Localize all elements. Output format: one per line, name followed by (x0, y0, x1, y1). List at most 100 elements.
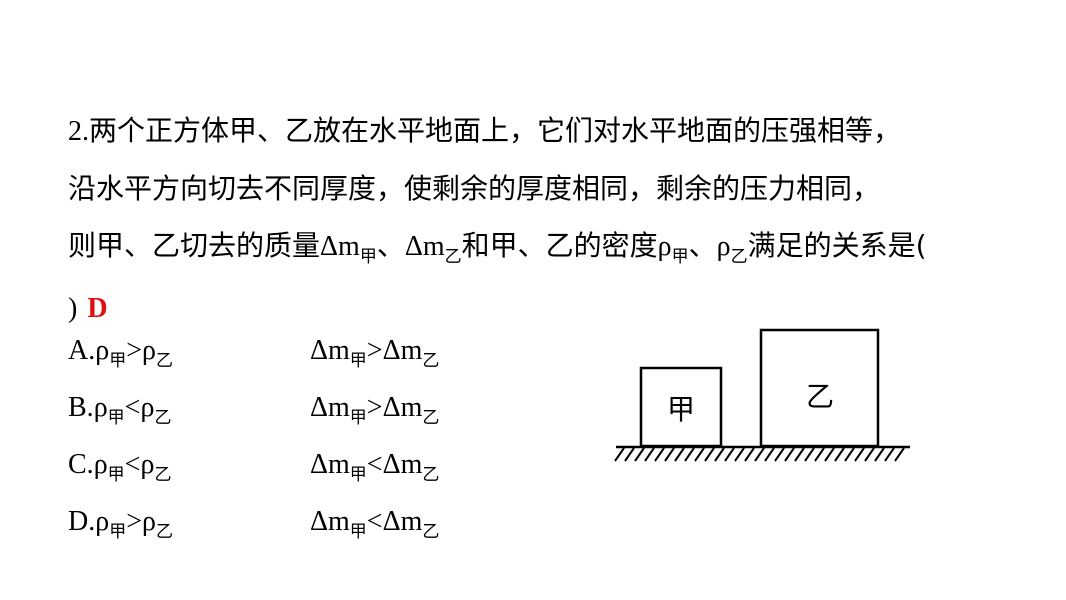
separator: 、 (688, 229, 717, 262)
subscript-yi: 乙 (422, 408, 440, 428)
option-letter: D. (68, 506, 96, 537)
subscript-jia: 甲 (107, 465, 125, 485)
question-text: 2.两个正方体甲、乙放在水平地面上，它们对水平地面的压强相等， 沿水平方向切去不… (68, 102, 988, 337)
blocks-diagram-svg: 甲 乙 (614, 328, 910, 462)
option-b-mass: Δm甲>Δm乙 (310, 379, 439, 440)
subscript-jia: 甲 (359, 247, 377, 267)
question-line-4: )D (68, 279, 988, 337)
hatch-line (734, 447, 745, 462)
subscript-yi: 乙 (444, 247, 462, 267)
question-line-1-text: 两个正方体甲、乙放在水平地面上，它们对水平地面的压强相等， (89, 114, 902, 147)
option-a-mass: Δm甲>Δm乙 (310, 322, 439, 383)
rho-symbol: ρ (142, 506, 156, 537)
question-line-2: 沿水平方向切去不同厚度，使剩余的厚度相同，剩余的压力相同， (68, 172, 881, 205)
hatch-line (874, 447, 885, 462)
block-yi (759, 328, 880, 448)
subscript-yi: 乙 (154, 408, 172, 428)
subscript-jia: 甲 (349, 522, 367, 542)
option-d-mass: Δm甲<Δm乙 (310, 493, 439, 554)
delta-m-symbol: Δm (404, 231, 445, 262)
delta-m-symbol: Δm (382, 449, 423, 480)
subscript-jia: 甲 (109, 351, 127, 371)
delta-m-symbol: Δm (382, 506, 423, 537)
subscript-yi: 乙 (422, 522, 440, 542)
hatch-line (844, 447, 855, 462)
rho-symbol: ρ (716, 231, 731, 262)
subscript-jia: 甲 (109, 522, 127, 542)
mass-relation: < (366, 449, 383, 480)
option-d-density: D.ρ甲>ρ乙 (68, 493, 173, 554)
subscript-yi: 乙 (154, 465, 172, 485)
hatch-line (744, 447, 755, 462)
hatch-line (774, 447, 785, 462)
question-line-3-text-b: 和甲、乙的密度 (461, 229, 658, 262)
rho-symbol: ρ (657, 231, 672, 262)
hatch-line (724, 447, 735, 462)
question-line-3-text-a: 则甲、乙切去的质量 (68, 229, 321, 262)
mass-relation: < (366, 506, 383, 537)
hatch-line (764, 447, 775, 462)
delta-m-symbol: Δm (320, 231, 360, 262)
hatch-line (854, 447, 865, 462)
subscript-jia: 甲 (349, 351, 367, 371)
subscript-jia: 甲 (349, 408, 367, 428)
option-letter: B. (68, 392, 94, 423)
hatch-line (674, 447, 685, 462)
question-line-1: 2.两个正方体甲、乙放在水平地面上，它们对水平地面的压强相等， (68, 102, 988, 160)
rho-symbol: ρ (140, 449, 155, 480)
density-relation: > (126, 506, 143, 537)
hatch-line (694, 447, 705, 462)
subscript-yi: 乙 (156, 522, 173, 542)
rho-symbol: ρ (142, 335, 156, 366)
ground-hatching (614, 447, 905, 462)
subscript-yi: 乙 (422, 465, 440, 485)
hatch-line (624, 447, 635, 462)
question-line-3: 则甲、乙切去的质量Δm甲、Δm乙和甲、乙的密度ρ甲、ρ乙满足的关系是( (68, 217, 988, 279)
hatch-line (634, 447, 645, 462)
hatch-line (884, 447, 895, 462)
block-jia-label: 甲 (667, 393, 695, 426)
separator: 、 (376, 229, 405, 262)
block-yi-label: 乙 (806, 380, 834, 413)
delta-m-symbol: Δm (382, 392, 423, 423)
density-relation: > (126, 335, 143, 366)
rho-symbol: ρ (95, 506, 110, 537)
mass-relation: > (366, 335, 383, 366)
hatch-line (704, 447, 715, 462)
option-letter: C. (68, 449, 94, 480)
hatch-line (794, 447, 805, 462)
closing-paren: ) (68, 293, 78, 324)
subscript-yi: 乙 (730, 247, 748, 267)
hatch-line (664, 447, 675, 462)
density-relation: < (124, 449, 141, 480)
option-c-density: C.ρ甲<ρ乙 (68, 436, 171, 497)
blocks-diagram: 甲 乙 (612, 326, 912, 475)
option-a-density: A.ρ甲>ρ乙 (68, 322, 173, 383)
hatch-line (814, 447, 825, 462)
rho-symbol: ρ (140, 392, 155, 423)
rho-symbol: ρ (93, 449, 108, 480)
hatch-line (714, 447, 725, 462)
mass-relation: > (366, 392, 383, 423)
option-c-mass: Δm甲<Δm乙 (310, 436, 439, 497)
hatch-line (784, 447, 795, 462)
subscript-yi: 乙 (156, 351, 173, 371)
hatch-line (804, 447, 815, 462)
subscript-yi: 乙 (422, 351, 440, 371)
hatch-line (864, 447, 875, 462)
delta-m-symbol: Δm (310, 449, 350, 480)
hatch-line (644, 447, 655, 462)
hatch-line (824, 447, 835, 462)
hatch-line (654, 447, 665, 462)
delta-m-symbol: Δm (310, 392, 350, 423)
delta-m-symbol: Δm (310, 506, 350, 537)
answer-label: D (87, 293, 108, 324)
rho-symbol: ρ (95, 335, 110, 366)
delta-m-symbol: Δm (310, 335, 350, 366)
subscript-jia: 甲 (107, 408, 125, 428)
subscript-jia: 甲 (349, 465, 367, 485)
hatch-line (834, 447, 845, 462)
hatch-line (894, 447, 905, 462)
question-number: 2. (68, 116, 89, 147)
question-line-3-text-c: 满足的关系是( (747, 229, 927, 262)
